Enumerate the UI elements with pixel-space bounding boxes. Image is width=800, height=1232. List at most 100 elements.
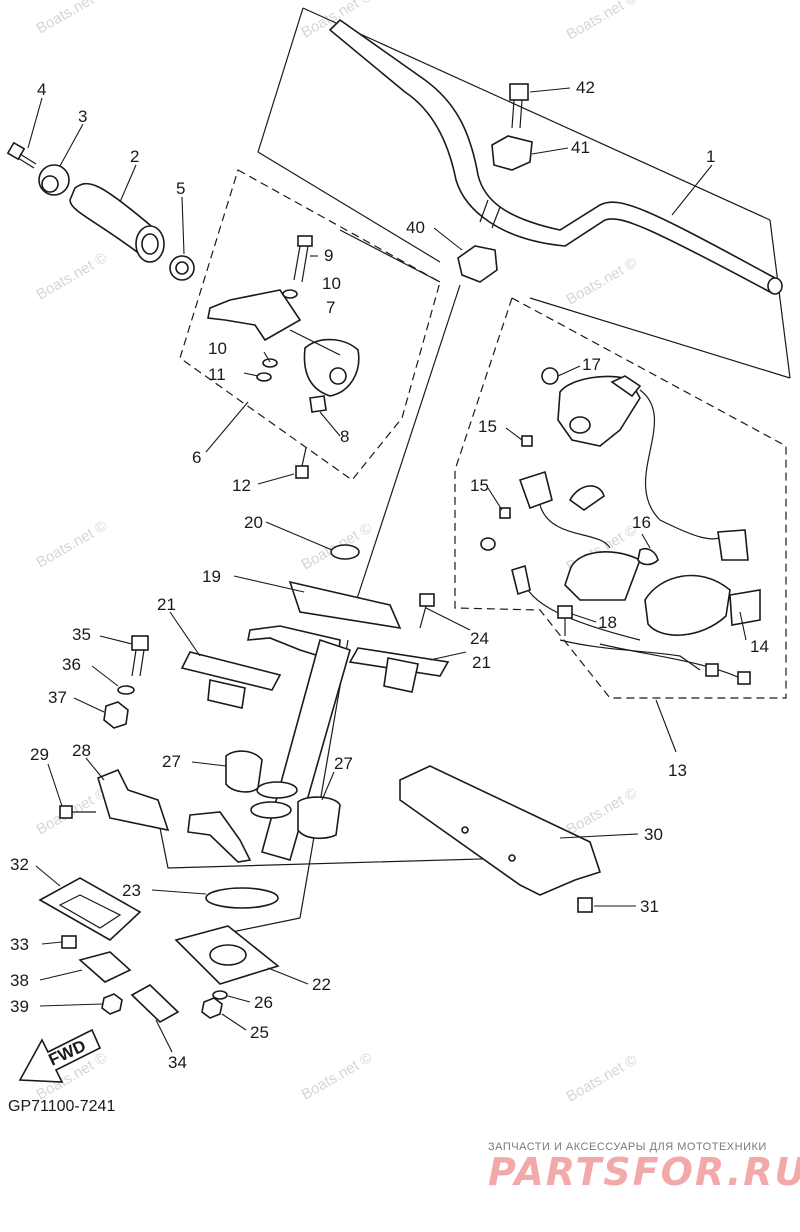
handlebar[interactable]	[328, 18, 783, 295]
callout-15-top: 15	[478, 417, 497, 436]
callout-32: 32	[10, 855, 29, 874]
watermark: Boats.net ©	[34, 0, 111, 37]
callout-36: 36	[62, 655, 81, 674]
callout-4: 4	[37, 80, 46, 99]
callout-15: 15	[470, 476, 489, 495]
callout-17: 17	[582, 355, 601, 374]
callout-27-left: 27	[162, 752, 181, 771]
watermark: Boats.net ©	[564, 1051, 641, 1105]
callout-23: 23	[122, 881, 141, 900]
spring-8[interactable]	[309, 395, 327, 413]
bar-end-weight[interactable]	[38, 164, 70, 196]
bolt-9[interactable]	[293, 235, 313, 283]
switch-assembly[interactable]	[518, 367, 761, 685]
callout-24: 24	[470, 629, 489, 648]
diagram-code: GP71100-7241	[8, 1098, 116, 1115]
screws-15[interactable]	[480, 435, 533, 551]
bracket-38[interactable]	[78, 951, 132, 983]
callout-19: 19	[202, 567, 221, 586]
callout-27-right: 27	[334, 754, 353, 773]
watermark: Boats.net ©	[34, 517, 111, 571]
steering-column[interactable]	[187, 580, 402, 863]
collar-20[interactable]	[330, 544, 360, 560]
callout-28: 28	[72, 741, 91, 760]
callout-31: 31	[640, 897, 659, 916]
bushings-27[interactable]	[225, 750, 341, 840]
callout-1: 1	[706, 147, 715, 166]
band-23[interactable]	[205, 887, 279, 909]
callout-41: 41	[571, 138, 590, 157]
assembly-lines	[157, 7, 791, 933]
bar-end-screw[interactable]	[6, 141, 37, 169]
callout-18: 18	[598, 613, 617, 632]
bolt-29[interactable]	[59, 805, 96, 819]
callout-39: 39	[10, 997, 29, 1016]
handlebar-holder-upper[interactable]	[491, 135, 533, 171]
advert-logo[interactable]: PARTSFOR.RU	[488, 1150, 800, 1194]
watermark: Boats.net ©	[564, 0, 641, 43]
callout-37: 37	[48, 688, 67, 707]
callout-7: 7	[326, 298, 335, 317]
advert-tagline: ЗАПЧАСТИ И АКСЕССУАРЫ ДЛЯ МОТОТЕХНИКИ	[488, 1141, 767, 1153]
callout-20: 20	[244, 513, 263, 532]
connector[interactable]	[511, 564, 531, 596]
group-box-13	[454, 297, 787, 699]
callout-29: 29	[30, 745, 49, 764]
callout-14: 14	[750, 637, 769, 656]
callout-38: 38	[10, 971, 29, 990]
callout-12: 12	[232, 476, 251, 495]
bolt-24[interactable]	[419, 593, 435, 629]
callout-10-top: 10	[322, 274, 341, 293]
callout-13: 13	[668, 761, 687, 780]
callout-8: 8	[340, 427, 349, 446]
callout-3: 3	[78, 107, 87, 126]
callout-42: 42	[576, 78, 595, 97]
callout-11: 11	[208, 365, 226, 384]
callout-40: 40	[406, 218, 425, 237]
bolt-31[interactable]	[577, 897, 593, 913]
bolt-33[interactable]	[61, 935, 77, 949]
callout-22: 22	[312, 975, 331, 994]
callout-25: 25	[250, 1023, 269, 1042]
gasket-plate-22[interactable]	[174, 925, 280, 985]
bolt-35[interactable]	[131, 635, 149, 677]
callout-9: 9	[324, 246, 333, 265]
watermark: Boats.net ©	[299, 1049, 376, 1103]
throttle-lever-assembly[interactable]	[207, 289, 360, 397]
washers-10-11[interactable]	[256, 289, 298, 382]
callout-5: 5	[176, 179, 185, 198]
callout-16: 16	[632, 513, 651, 532]
holder-bolt[interactable]	[509, 83, 529, 129]
washer-26[interactable]	[212, 990, 228, 1000]
bracket-21-left[interactable]	[180, 651, 282, 709]
callout-35: 35	[72, 625, 91, 644]
callout-21-left: 21	[157, 595, 176, 614]
mount-bracket-30[interactable]	[399, 765, 602, 896]
grip[interactable]	[69, 182, 165, 263]
nut-37[interactable]	[103, 701, 129, 729]
callout-30: 30	[644, 825, 663, 844]
bolt-18[interactable]	[557, 605, 573, 636]
watermark: Boats.net ©	[34, 249, 111, 303]
nut-39[interactable]	[101, 993, 123, 1015]
bracket-21-right[interactable]	[348, 647, 450, 693]
handlebar-holder-lower[interactable]	[457, 245, 498, 283]
collar[interactable]	[169, 255, 195, 281]
watermark: Boats.net ©	[564, 254, 641, 308]
leader-lines	[27, 87, 747, 1053]
callout-34: 34	[168, 1053, 187, 1072]
washer-36[interactable]	[117, 685, 135, 695]
callout-2: 2	[130, 147, 139, 166]
bracket-28[interactable]	[97, 768, 170, 832]
plate-32[interactable]	[38, 877, 142, 941]
group-box-6	[179, 169, 441, 481]
screw-12[interactable]	[295, 447, 309, 479]
nut-25[interactable]	[201, 997, 223, 1019]
clip-34[interactable]	[130, 984, 180, 1023]
callout-6: 6	[192, 448, 201, 467]
watermark: Boats.net ©	[564, 784, 641, 838]
callout-26: 26	[254, 993, 273, 1012]
callout-labels: 4 3 2 5 1 42 41 40 9 10 7 10 11 8 6 12 1…	[10, 78, 769, 1072]
callout-33: 33	[10, 935, 29, 954]
